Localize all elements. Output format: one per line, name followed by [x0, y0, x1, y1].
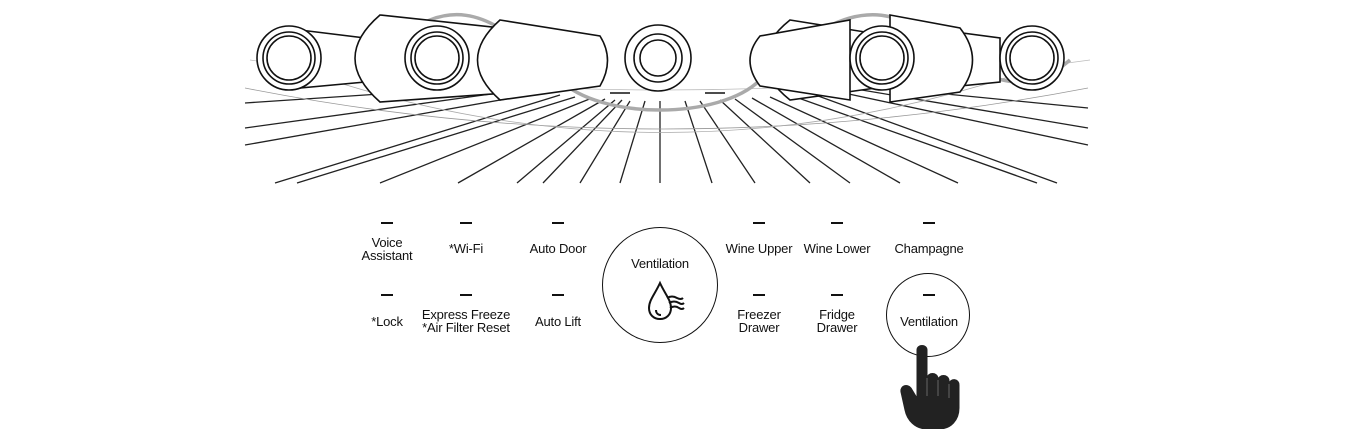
led-champagne — [923, 222, 935, 224]
ventilation-center-button[interactable] — [602, 227, 718, 343]
button-auto-door[interactable]: Auto Door — [530, 242, 587, 255]
led-auto-lift — [552, 294, 564, 296]
label-wine-lower: Wine Lower — [803, 241, 871, 256]
led-voice-assistant — [381, 222, 393, 224]
label-voice-assistant-l2: Assistant — [361, 248, 413, 263]
led-wifi — [460, 222, 472, 224]
button-auto-lift[interactable]: Auto Lift — [535, 315, 581, 328]
label-champagne: Champagne — [894, 241, 964, 256]
button-wifi[interactable]: *Wi-Fi — [449, 242, 483, 255]
button-lock[interactable]: *Lock — [371, 315, 403, 328]
label-auto-lift: Auto Lift — [535, 314, 581, 329]
button-ventilation-small[interactable]: Ventilation — [900, 315, 958, 328]
led-ventilation-small — [923, 294, 935, 296]
label-ventilation-center: Ventilation — [631, 256, 689, 271]
led-wine-upper — [753, 222, 765, 224]
ventilation-highlight-circle[interactable] — [886, 273, 970, 357]
label-freezer-drawer-l2: Drawer — [738, 320, 780, 335]
label-fridge-drawer-l1: Fridge — [819, 307, 855, 322]
label-express-freeze-l2: *Air Filter Reset — [422, 320, 510, 335]
button-fridge-drawer[interactable]: Fridge Drawer — [817, 308, 858, 334]
led-auto-door — [552, 222, 564, 224]
led-fridge-drawer — [831, 294, 843, 296]
label-ventilation-small: Ventilation — [900, 314, 958, 329]
label-lock: *Lock — [371, 314, 403, 329]
label-express-freeze-l1: Express Freeze — [421, 307, 511, 322]
fridge-top-illustration — [244, 13, 1091, 184]
button-wine-lower[interactable]: Wine Lower — [804, 242, 871, 255]
label-wine-upper: Wine Upper — [725, 241, 793, 256]
led-freezer-drawer — [753, 294, 765, 296]
pointing-hand-icon — [900, 345, 960, 429]
label-freezer-drawer-l1: Freezer — [737, 307, 781, 322]
button-express-freeze[interactable]: Express Freeze *Air Filter Reset — [422, 308, 510, 334]
led-express-freeze — [460, 294, 472, 296]
button-freezer-drawer[interactable]: Freezer Drawer — [737, 307, 781, 335]
label-wifi: *Wi-Fi — [448, 241, 484, 256]
label-fridge-drawer-l2: Drawer — [816, 320, 858, 335]
led-wine-lower — [831, 222, 843, 224]
button-wine-upper[interactable]: Wine Upper — [726, 242, 793, 255]
button-champagne[interactable]: Champagne — [894, 242, 963, 255]
button-voice-assistant[interactable]: Voice Assistant — [362, 236, 413, 262]
label-voice-assistant-l1: Voice — [371, 235, 403, 250]
water-drop-wind-icon — [647, 280, 685, 321]
led-lock — [381, 294, 393, 296]
label-auto-door: Auto Door — [529, 241, 587, 256]
